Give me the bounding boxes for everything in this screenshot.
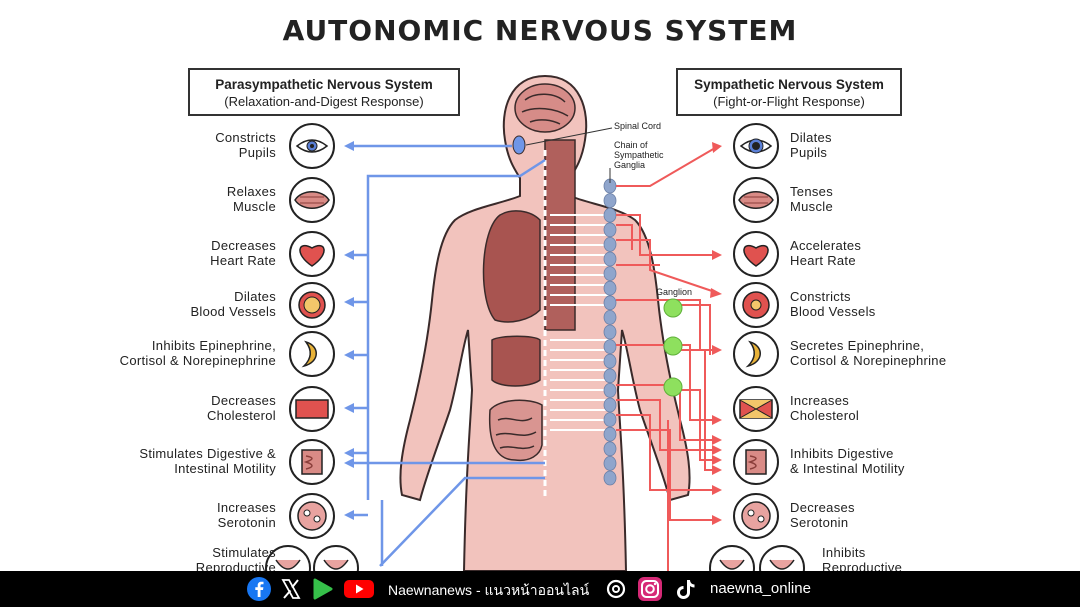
parasympathetic-effect-label: Relaxes Muscle bbox=[226, 184, 276, 214]
facebook-icon[interactable] bbox=[246, 577, 272, 601]
ganglion-bead bbox=[603, 470, 617, 486]
tiktok-icon[interactable] bbox=[674, 577, 698, 601]
ganglion-node bbox=[663, 298, 683, 318]
ganglion-bead bbox=[603, 339, 617, 355]
ganglion-bead bbox=[603, 441, 617, 457]
ganglion-node bbox=[663, 336, 683, 356]
sympathetic-effect-label: Secretes Epinephrine, Cortisol & Norepin… bbox=[790, 338, 947, 368]
adrenal-gland-icon bbox=[289, 331, 335, 377]
ganglion-bead bbox=[603, 222, 617, 238]
ganglion-node bbox=[663, 377, 683, 397]
serotonin-icon bbox=[289, 493, 335, 539]
parasympathetic-effect-label: Constricts Pupils bbox=[215, 130, 276, 160]
parasympathetic-effect-label: Stimulates Digestive & Intestinal Motili… bbox=[139, 446, 276, 476]
parasympathetic-title: Parasympathetic Nervous System bbox=[215, 77, 433, 92]
ganglion-bead bbox=[603, 368, 617, 384]
cholesterol-vessel-icon bbox=[733, 386, 779, 432]
sympathetic-effect-label: Accelerates Heart Rate bbox=[790, 238, 862, 268]
heart-icon bbox=[733, 231, 779, 277]
ganglion-bead bbox=[603, 280, 617, 296]
ganglion-bead bbox=[603, 426, 617, 442]
parasympathetic-pathways bbox=[350, 144, 546, 567]
youtube-icon[interactable] bbox=[343, 577, 375, 601]
intestine-icon bbox=[289, 439, 335, 485]
brain bbox=[514, 83, 576, 133]
ganglion-bead bbox=[603, 236, 617, 252]
reproductive-icon bbox=[709, 545, 755, 571]
muscle-icon bbox=[733, 177, 779, 223]
ganglion-nodes bbox=[663, 298, 683, 397]
ganglion-bead bbox=[603, 295, 617, 311]
spinal-cord-pointer bbox=[525, 127, 613, 146]
cholesterol-vessel-icon bbox=[289, 386, 335, 432]
sympathetic-header: Sympathetic Nervous System (Fight-or-Fli… bbox=[676, 68, 902, 116]
footer-brand: Naewnanews - แนวหน้าออนไลน์ bbox=[388, 582, 590, 598]
brainstem-node bbox=[512, 135, 526, 155]
muscle-icon bbox=[289, 177, 335, 223]
eye-icon bbox=[289, 123, 335, 169]
spinal-cord-label: Spinal Cord bbox=[614, 121, 662, 131]
ganglion-bead bbox=[603, 412, 617, 428]
diagram-title: AUTONOMIC NERVOUS SYSTEM bbox=[282, 14, 798, 47]
sympathetic-title: Sympathetic Nervous System bbox=[694, 77, 884, 92]
adrenal-gland-icon bbox=[733, 331, 779, 377]
line-app-icon[interactable] bbox=[310, 577, 336, 601]
sympathetic-icons bbox=[709, 123, 805, 571]
sympathetic-arrowheads bbox=[710, 142, 722, 525]
eye-icon bbox=[733, 123, 779, 169]
ganglion-bead bbox=[603, 455, 617, 471]
x-twitter-icon[interactable] bbox=[280, 577, 302, 601]
parasympathetic-effect-label: Decreases Heart Rate bbox=[210, 238, 276, 268]
ganglion-label: Ganglion bbox=[656, 287, 693, 297]
threads-icon[interactable] bbox=[604, 577, 628, 601]
ganglion-bead bbox=[603, 324, 617, 340]
sympathetic-subtitle: (Fight-or-Flight Response) bbox=[713, 94, 865, 109]
parasympathetic-arrowheads bbox=[344, 141, 354, 520]
sympathetic-effect-label: Increases Cholesterol bbox=[790, 393, 860, 423]
ganglion-bead bbox=[603, 266, 617, 282]
sympathetic-ganglia-chain bbox=[603, 178, 617, 486]
ganglion-bead bbox=[603, 382, 617, 398]
ganglion-bead bbox=[603, 207, 617, 223]
parasympathetic-effect-label: Inhibits Epinephrine, Cortisol & Norepin… bbox=[119, 338, 276, 368]
nervous-system-diagram bbox=[265, 74, 805, 571]
intestine-icon bbox=[733, 439, 779, 485]
blood-vessel-icon bbox=[733, 282, 779, 328]
reproductive-icon bbox=[759, 545, 805, 571]
sympathetic-effect-label: Decreases Serotonin bbox=[790, 500, 855, 530]
spinal-nerves bbox=[550, 214, 610, 431]
ganglia-chain-label: Chain of Sympathetic Ganglia bbox=[614, 140, 664, 170]
ganglion-bead bbox=[603, 353, 617, 369]
serotonin-icon bbox=[733, 493, 779, 539]
parasympathetic-effect-label: Dilates Blood Vessels bbox=[190, 289, 276, 319]
sympathetic-effect-label: Tenses Muscle bbox=[790, 184, 833, 214]
ganglion-bead bbox=[603, 397, 617, 413]
parasympathetic-subtitle: (Relaxation-and-Digest Response) bbox=[224, 94, 424, 109]
parasympathetic-effect-label: Decreases Cholesterol bbox=[206, 393, 276, 423]
ganglion-bead bbox=[603, 193, 617, 209]
sympathetic-effect-label: Inhibits Digestive & Intestinal Motility bbox=[790, 446, 905, 476]
instagram-icon[interactable] bbox=[637, 577, 663, 601]
parasympathetic-effect-label: Increases Serotonin bbox=[216, 500, 276, 530]
sympathetic-pathways bbox=[616, 147, 716, 571]
reproductive-icon bbox=[313, 545, 359, 571]
parasympathetic-icons bbox=[265, 123, 359, 571]
ganglion-bead bbox=[603, 309, 617, 325]
parasympathetic-header: Parasympathetic Nervous System (Relaxati… bbox=[188, 68, 460, 116]
heart-icon bbox=[289, 231, 335, 277]
footer-bar: Naewnanews - แนวหน้าออนไลน์ naewna_onlin… bbox=[0, 571, 1080, 607]
sympathetic-effect-label: Constricts Blood Vessels bbox=[790, 289, 876, 319]
blood-vessel-icon bbox=[289, 282, 335, 328]
ganglion-bead bbox=[603, 251, 617, 267]
sympathetic-effect-label: Dilates Pupils bbox=[790, 130, 832, 160]
reproductive-icon bbox=[265, 545, 311, 571]
footer-handle: naewna_online bbox=[710, 580, 811, 597]
